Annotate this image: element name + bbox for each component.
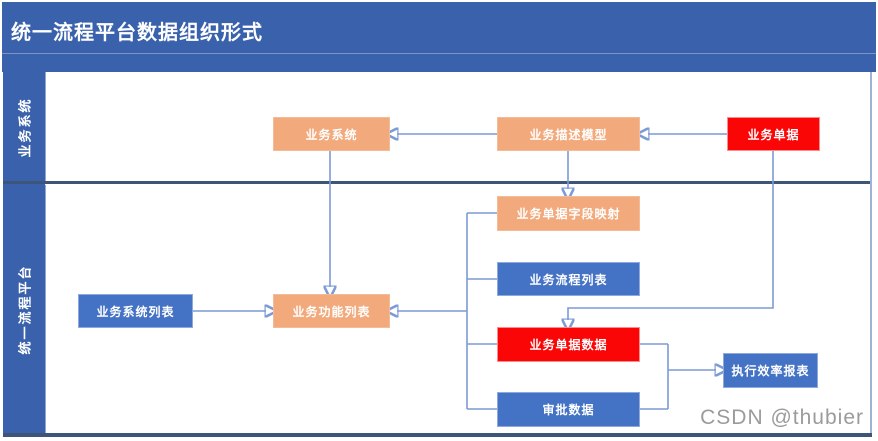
title-bar-divider [2, 53, 876, 54]
lane-unified-process-platform-label: 统一流程平台 [17, 263, 33, 355]
lane-business-system: 业务系统 [3, 72, 46, 182]
csdn-watermark: CSDN @thubier [700, 406, 864, 429]
page-title: 统一流程平台数据组织形式 [11, 22, 263, 44]
node-approval-data: 审批数据 [497, 392, 640, 427]
node-business-process-list: 业务流程列表 [497, 262, 640, 296]
canvas-right-border [870, 72, 872, 433]
lane-business-system-label: 业务系统 [17, 96, 33, 158]
node-document-field-mapping: 业务单据字段映射 [497, 196, 640, 231]
node-execution-efficiency-report: 执行效率报表 [723, 353, 818, 388]
node-business-system-list: 业务系统列表 [78, 294, 193, 328]
connector-rightbus-stubs [640, 343, 669, 410]
node-business-description-model: 业务描述模型 [497, 117, 640, 151]
node-business-document-data: 业务单据数据 [497, 327, 640, 362]
title-bar: 统一流程平台数据组织形式 [2, 2, 876, 72]
lane-divider-line [3, 181, 872, 184]
node-business-function-list: 业务功能列表 [273, 294, 390, 328]
canvas-bottom-border [3, 433, 872, 437]
node-business-system: 业务系统 [273, 117, 390, 151]
node-business-document: 业务单据 [727, 117, 820, 151]
connector-leftbus-stubs [466, 212, 497, 410]
lane-unified-process-platform: 统一流程平台 [3, 185, 46, 433]
swimlane-label-column: 业务系统 统一流程平台 [3, 72, 46, 433]
